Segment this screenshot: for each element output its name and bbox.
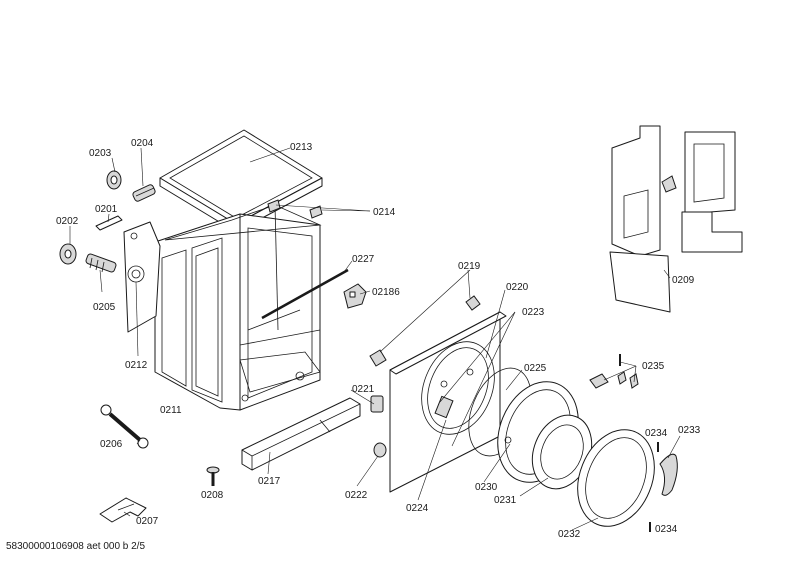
hinge-parts: [589, 354, 639, 389]
door-glass-part: [531, 414, 593, 490]
bracket-part: [343, 283, 367, 309]
label-0212: 0212: [125, 360, 148, 371]
label-0223: 0223: [522, 307, 545, 318]
leader-lines: [69, 147, 681, 531]
rod-part: [261, 268, 349, 320]
label-0232: 0232: [558, 529, 581, 540]
label-0224: 0224: [406, 503, 429, 514]
label-02186: 02186: [372, 287, 400, 298]
document-code: 58300000106908 aet 000 b 2/5: [6, 541, 146, 552]
label-0201: 0201: [95, 204, 118, 215]
label-0211: 0211: [160, 405, 182, 416]
outer-door-ring-part: [577, 429, 655, 527]
label-0225: 0225: [524, 363, 547, 374]
kick-plate-part: [241, 397, 361, 471]
transport-bolt-part: [132, 184, 156, 202]
label-0222: 0222: [345, 490, 368, 501]
screw-part: [206, 466, 220, 486]
label-0209: 0209: [672, 275, 695, 286]
pin-parts: [649, 442, 659, 532]
clip-part: [95, 215, 123, 231]
label-0214: 0214: [373, 207, 396, 218]
lid-clip-parts: [267, 199, 323, 219]
small-parts: [369, 295, 481, 458]
spring-bolt-part: [85, 253, 117, 273]
label-0203: 0203: [89, 148, 112, 159]
label-0221: 0221: [352, 384, 375, 395]
label-0206: 0206: [100, 439, 123, 450]
label-0219: 0219: [458, 261, 481, 272]
side-plate-part: [123, 221, 161, 333]
label-0204: 0204: [131, 138, 154, 149]
label-0217: 0217: [258, 476, 281, 487]
label-0231: 0231: [494, 495, 517, 506]
label-0230: 0230: [475, 482, 498, 493]
cabinet-part: [154, 204, 322, 411]
label-0208: 0208: [201, 490, 224, 501]
label-0205: 0205: [93, 302, 116, 313]
mounting-plate-part: [99, 497, 147, 523]
label-0227: 0227: [352, 254, 375, 265]
label-0202: 0202: [56, 216, 79, 227]
label-0234-upper: 0234: [645, 428, 668, 439]
label-0235: 0235: [642, 361, 665, 372]
packaging-parts: [609, 125, 743, 313]
label-0234-lower: 0234: [655, 524, 678, 535]
nut-part: [106, 170, 122, 190]
label-0220: 0220: [506, 282, 529, 293]
callout-labels: 0203 0204 0213 0201 0202 0214 0227 02186…: [56, 138, 701, 540]
door-handle-part: [659, 453, 678, 496]
front-panel-part: [389, 311, 507, 493]
label-0207: 0207: [136, 516, 159, 527]
label-0213: 0213: [290, 142, 313, 153]
label-0233: 0233: [678, 425, 701, 436]
cap-part: [59, 243, 77, 265]
